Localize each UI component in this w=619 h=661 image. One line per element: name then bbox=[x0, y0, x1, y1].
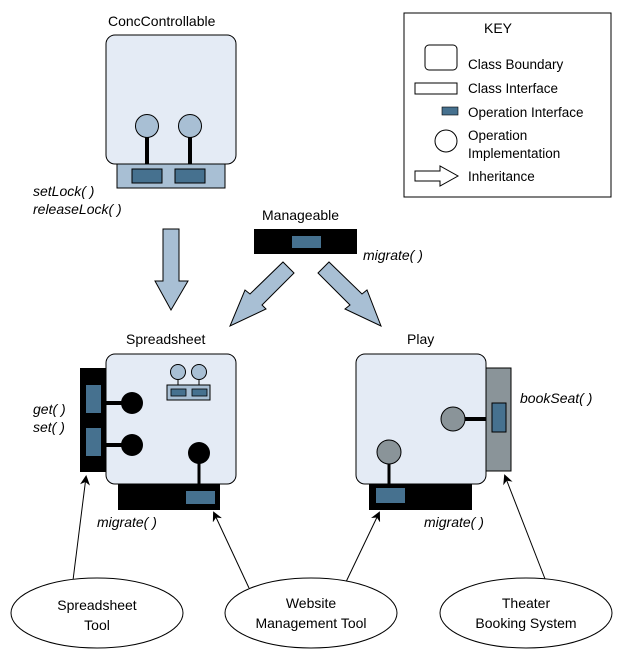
call-website-tool-to-spreadsheet bbox=[212, 511, 250, 589]
releaselock-label: releaseLock( ) bbox=[33, 201, 122, 217]
spreadsheet-migrate-operation-interface bbox=[186, 491, 215, 504]
key-label-operation-implementation-2: Implementation bbox=[468, 146, 560, 161]
manageable-migrate-label: migrate( ) bbox=[363, 247, 423, 263]
website-tool-label-1: Website bbox=[286, 595, 337, 611]
theater-system-ellipse bbox=[439, 577, 613, 649]
mini-implementation-2 bbox=[191, 364, 207, 380]
spreadsheet-tool-label-1: Spreadsheet bbox=[57, 597, 137, 613]
play-migrate-operation-interface bbox=[376, 488, 405, 503]
key-title: KEY bbox=[484, 20, 513, 36]
setlock-implementation bbox=[135, 114, 159, 138]
key-operation-implementation-icon bbox=[434, 129, 458, 153]
inheritance-arrow-manageable-to-play bbox=[317, 261, 382, 327]
set-operation-interface bbox=[86, 428, 101, 456]
key-inheritance-arrow-icon bbox=[414, 165, 460, 187]
bookseat-label: bookSeat( ) bbox=[520, 390, 592, 406]
website-tool-label-2: Management Tool bbox=[255, 615, 366, 631]
key-border bbox=[403, 12, 612, 198]
releaselock-implementation bbox=[178, 114, 202, 138]
conc-controllable-boundary bbox=[105, 34, 237, 165]
class-conc-controllable: ConcControllable setLock( ) releaseLock(… bbox=[33, 13, 237, 217]
spreadsheet-tool-label-2: Tool bbox=[84, 617, 110, 633]
setlock-operation-interface bbox=[131, 168, 163, 184]
play-migrate-label: migrate( ) bbox=[424, 514, 484, 530]
key-label-class-boundary: Class Boundary bbox=[468, 57, 564, 72]
theater-system-label-2: Booking System bbox=[475, 615, 576, 631]
client-theater-booking-system: Theater Booking System bbox=[439, 577, 613, 649]
mini-operation-interface-2 bbox=[191, 388, 208, 397]
set-implementation bbox=[121, 434, 143, 456]
manageable-title: Manageable bbox=[262, 207, 339, 223]
key-class-interface-icon bbox=[414, 82, 458, 95]
inheritance-arrow-conc-to-spreadsheet bbox=[154, 228, 189, 312]
manageable-migrate-operation-interface bbox=[292, 236, 321, 248]
conc-controllable-title: ConcControllable bbox=[108, 13, 216, 29]
spreadsheet-migrate-implementation bbox=[188, 442, 210, 464]
bookseat-implementation bbox=[440, 406, 466, 432]
inherited-conc-controllable-widget bbox=[166, 364, 211, 401]
key-label-inheritance: Inheritance bbox=[468, 169, 535, 184]
call-website-tool-to-play bbox=[344, 511, 381, 585]
get-operation-interface bbox=[86, 385, 101, 413]
key-operation-interface-icon bbox=[441, 106, 459, 116]
inheritance-arrow-manageable-to-spreadsheet bbox=[229, 261, 295, 328]
spreadsheet-migrate-label: migrate( ) bbox=[97, 514, 157, 530]
key-label-operation-implementation-1: Operation bbox=[468, 128, 527, 143]
theater-system-label-1: Theater bbox=[502, 595, 551, 611]
conc-controllable-interface bbox=[116, 163, 226, 189]
key-class-boundary-icon bbox=[424, 44, 458, 71]
play-migrate-implementation bbox=[376, 439, 402, 465]
spreadsheet-tool-ellipse bbox=[10, 577, 184, 649]
spreadsheet-left-interface bbox=[80, 368, 108, 472]
setlock-label: setLock( ) bbox=[33, 183, 94, 199]
website-tool-ellipse bbox=[224, 577, 398, 649]
call-theater-system-to-play bbox=[503, 474, 548, 585]
spreadsheet-title: Spreadsheet bbox=[126, 331, 206, 347]
key-legend: KEY Class Boundary Class Interface Opera… bbox=[403, 12, 612, 198]
get-implementation bbox=[121, 392, 143, 414]
client-spreadsheet-tool: Spreadsheet Tool bbox=[10, 577, 184, 649]
client-website-management-tool: Website Management Tool bbox=[224, 577, 398, 649]
play-title: Play bbox=[407, 331, 434, 347]
class-spreadsheet: Spreadsheet get( ) set( ) migrate( ) bbox=[33, 331, 237, 530]
key-label-operation-interface: Operation Interface bbox=[468, 105, 584, 120]
class-manageable: Manageable migrate( ) bbox=[254, 207, 423, 263]
mini-operation-interface-1 bbox=[170, 388, 187, 397]
key-label-class-interface: Class Interface bbox=[468, 81, 558, 96]
set-label: set( ) bbox=[33, 419, 65, 435]
mini-implementation-1 bbox=[170, 364, 186, 380]
class-play: Play bookSeat( ) migrate( ) bbox=[355, 331, 592, 530]
releaselock-operation-interface bbox=[174, 168, 206, 184]
bookseat-operation-interface bbox=[491, 402, 507, 433]
get-label: get( ) bbox=[33, 401, 66, 417]
